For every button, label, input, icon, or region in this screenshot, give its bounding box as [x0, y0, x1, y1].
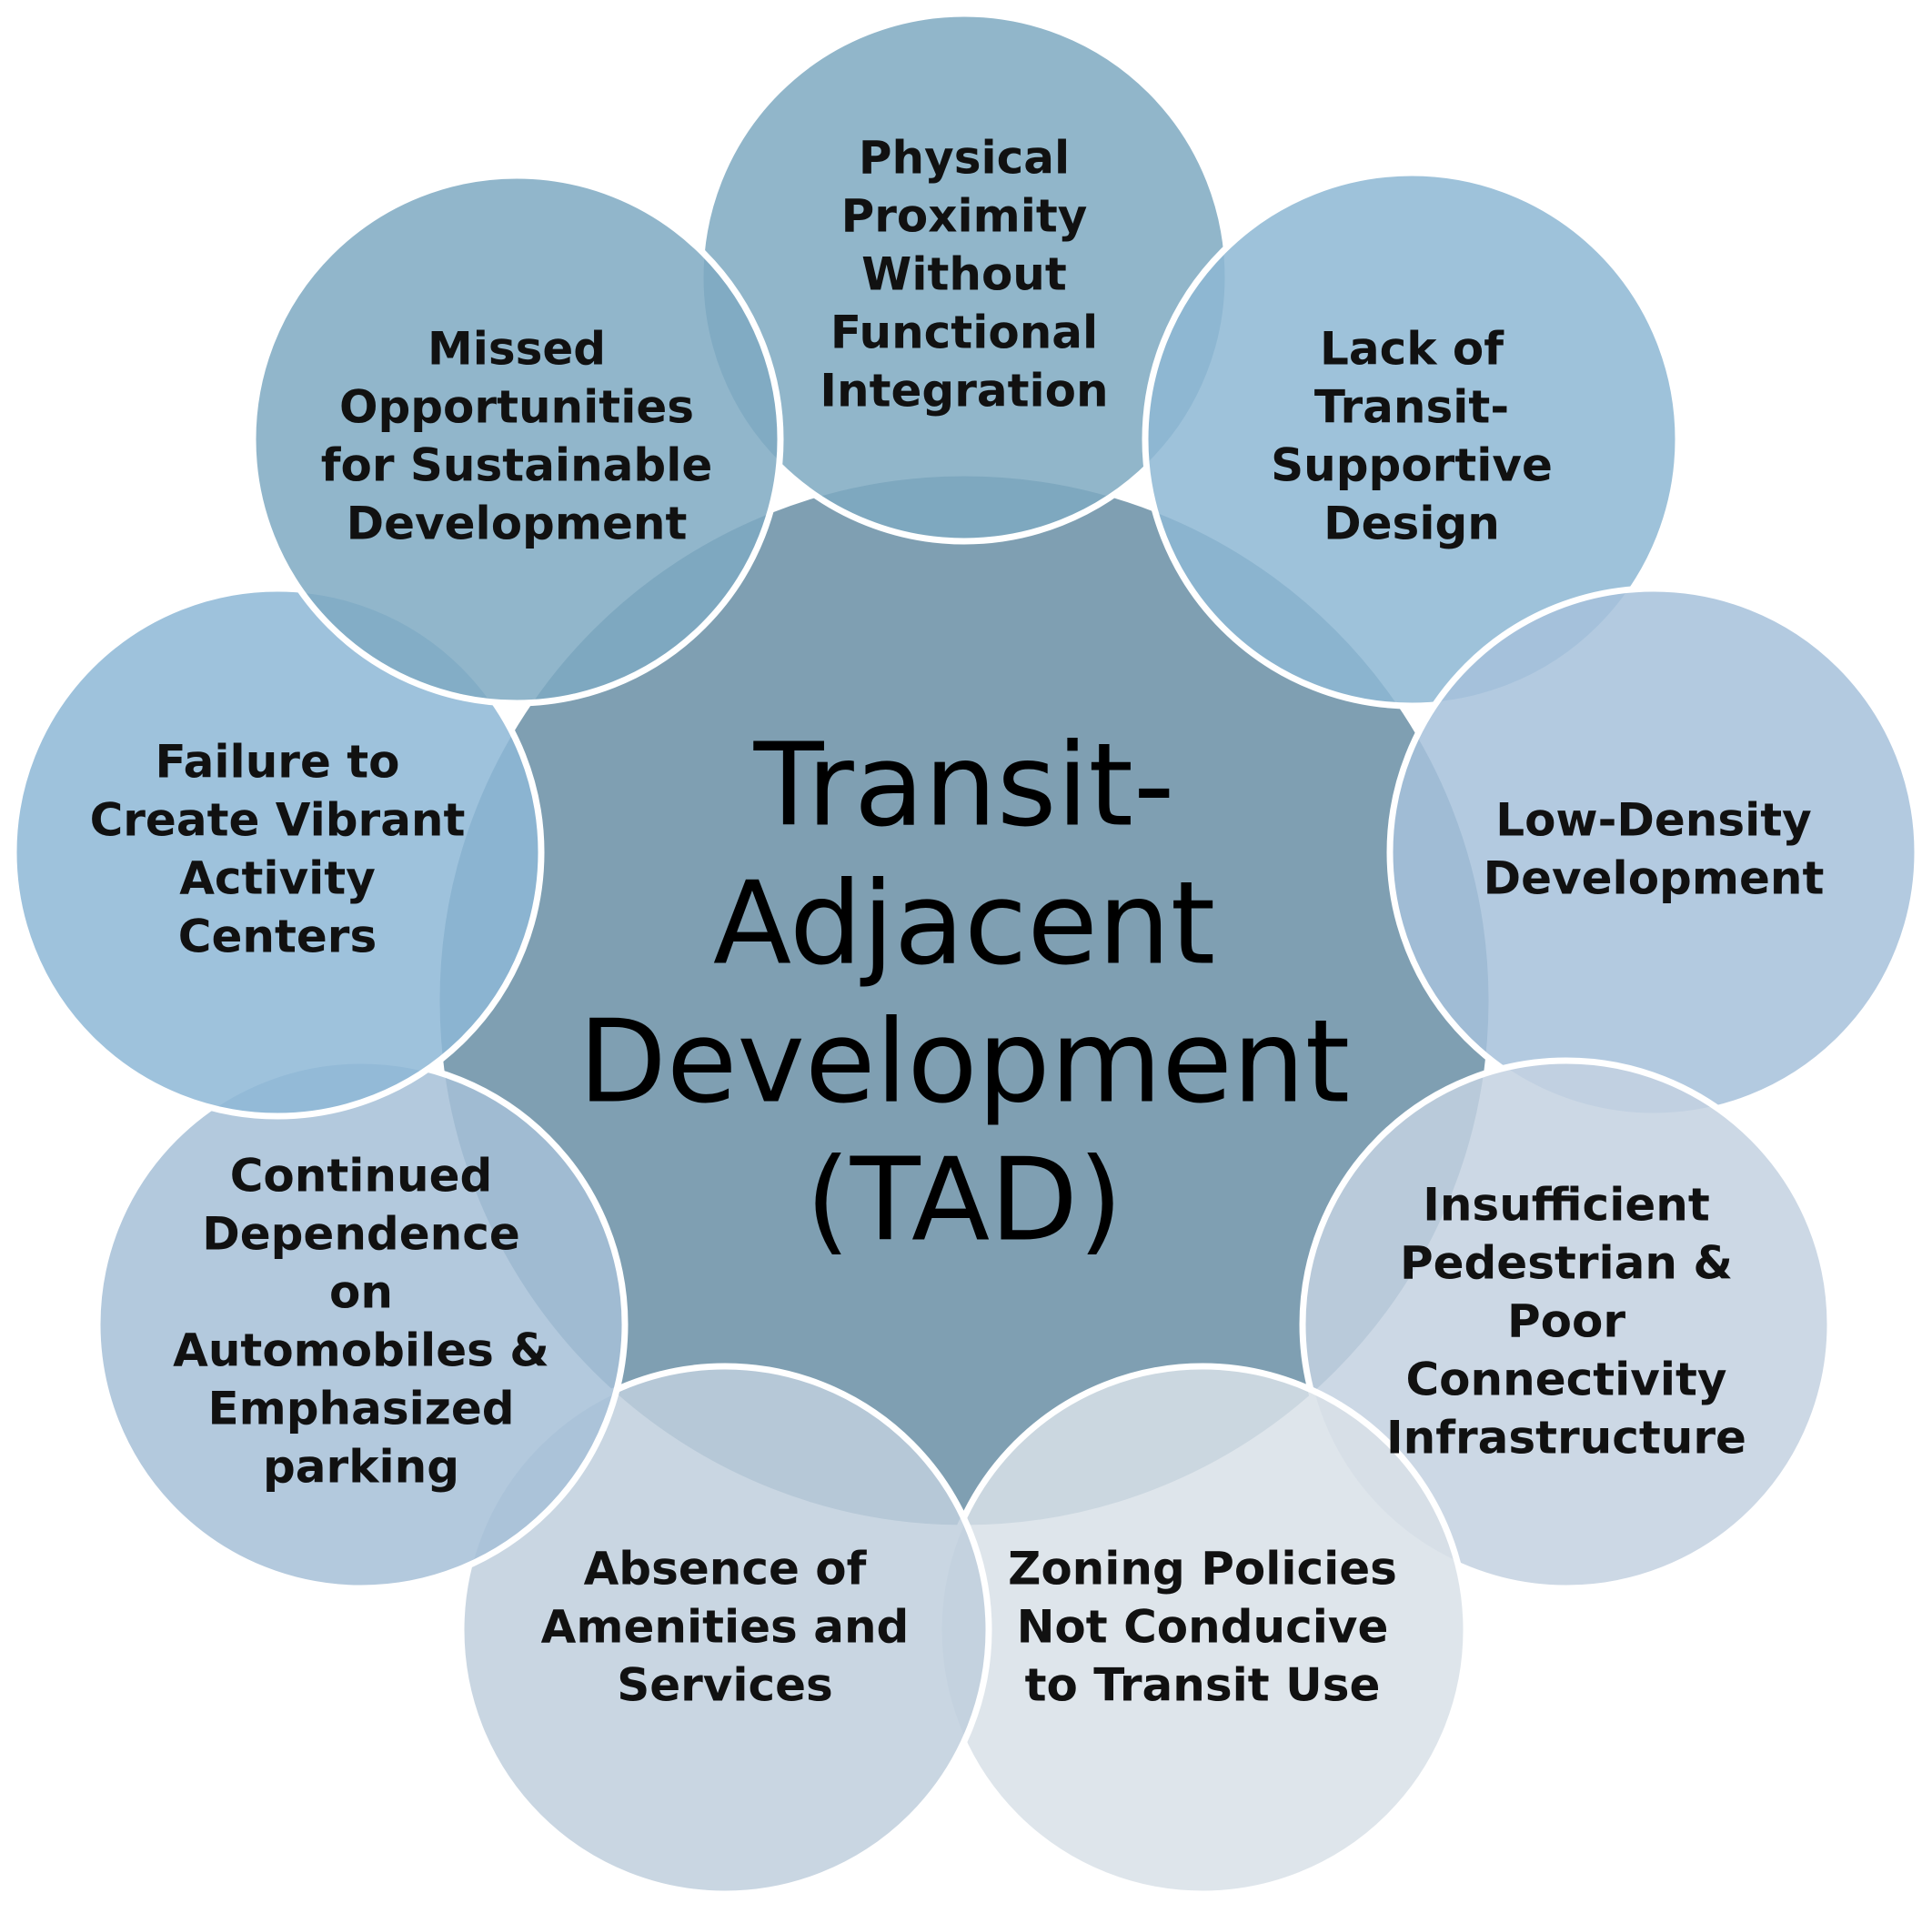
node-circle-6 — [458, 1363, 992, 1898]
node-label-2-line: Supportive — [1271, 439, 1553, 492]
node-circle-9 — [249, 172, 784, 707]
center-title-line: Adjacent — [713, 857, 1215, 991]
node-label-6-line: Absence of — [584, 1543, 868, 1596]
node-label-5-line: to Transit Use — [1025, 1659, 1381, 1712]
node-circle-2 — [1142, 169, 1682, 710]
node-label-1-line: Proximity — [841, 190, 1088, 243]
circles-layer — [10, 10, 1921, 1898]
node-label-1-line: Without — [861, 248, 1067, 301]
node-label-4-line: Connectivity — [1405, 1354, 1726, 1406]
node-label-4-line: Infrastructure — [1386, 1412, 1746, 1465]
node-label-6-line: Amenities and — [541, 1601, 910, 1654]
center-title-line: (TAD) — [806, 1133, 1123, 1267]
node-label-9-line: Opportunities — [339, 381, 694, 434]
node-label-7-line: Continued — [230, 1150, 493, 1203]
node-label-1-line: Physical — [859, 132, 1070, 185]
node-label-5-line: Not Conducive — [1017, 1601, 1389, 1654]
node-label-3-line: Development — [1484, 852, 1825, 905]
node-circle-8 — [10, 585, 545, 1120]
node-label-4-line: Insufficient — [1423, 1179, 1710, 1232]
node-label-7-line: parking — [263, 1441, 459, 1494]
node-label-7-line: Dependence — [202, 1208, 520, 1261]
node-label-4-line: Poor — [1507, 1295, 1625, 1348]
node-label-9-line: Development — [347, 498, 688, 550]
node-label-8-line: Create Vibrant — [90, 794, 466, 847]
node-label-2-line: Lack of — [1320, 323, 1504, 376]
node-label-7-line: Automobiles & — [173, 1324, 549, 1377]
node-label-6-line: Services — [617, 1659, 833, 1712]
center-title-line: Development — [579, 995, 1350, 1129]
node-label-8-line: Centers — [178, 911, 377, 963]
node-label-1-line: Integration — [820, 365, 1108, 418]
node-label-5-line: Zoning Policies — [1008, 1543, 1397, 1596]
node-label-2-line: Transit- — [1314, 381, 1509, 434]
node-label-8-line: Failure to — [155, 736, 399, 789]
node-label-8-line: Activity — [179, 852, 376, 905]
node-label-7-line: on — [329, 1266, 393, 1319]
node-circle-4 — [1299, 1057, 1834, 1592]
center-title-line: Transit- — [753, 719, 1175, 852]
node-label-7-line: Emphasized — [207, 1383, 514, 1435]
node-label-1-line: Functional — [830, 307, 1098, 359]
node-label-4-line: Pedestrian & — [1400, 1237, 1733, 1290]
node-label-2-line: Design — [1323, 498, 1500, 550]
node-label-9-line: Missed — [428, 323, 606, 376]
node-label-3-line: Low-Density — [1495, 794, 1812, 847]
node-label-9-line: for Sustainable — [321, 439, 713, 492]
